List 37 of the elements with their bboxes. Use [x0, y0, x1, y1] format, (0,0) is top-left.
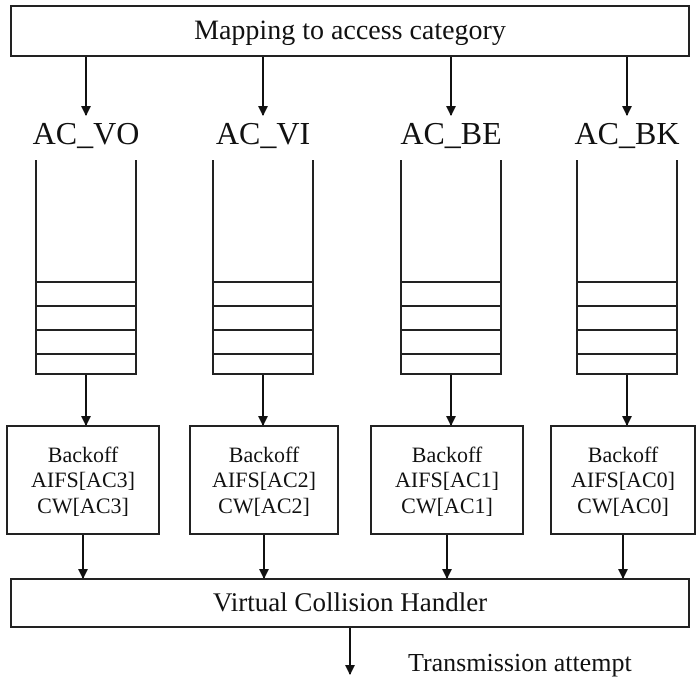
- box-text: Backoff: [412, 442, 482, 468]
- process-box: [550, 425, 696, 535]
- arrow: [345, 628, 355, 675]
- box-text: Backoff: [588, 442, 658, 468]
- arrow: [81, 57, 91, 116]
- arrow: [258, 57, 268, 116]
- arrow: [618, 535, 628, 579]
- arrow: [446, 375, 456, 426]
- box-text: AIFS[AC2]: [212, 467, 316, 493]
- box-text: CW[AC3]: [37, 492, 129, 518]
- process-box: [370, 425, 524, 535]
- process-box: [10, 5, 690, 57]
- box-text: CW[AC1]: [401, 492, 493, 518]
- queue-label: AC_BK: [574, 115, 680, 152]
- box-text: CW[AC2]: [218, 492, 310, 518]
- queue-label: AC_BE: [400, 115, 502, 152]
- process-box: [6, 425, 160, 535]
- arrow: [442, 535, 452, 579]
- arrow: [78, 535, 88, 579]
- box-text: Mapping to access category: [194, 14, 506, 48]
- arrow: [622, 375, 632, 426]
- box-text: Backoff: [48, 442, 118, 468]
- box-text: AIFS[AC1]: [395, 467, 499, 493]
- arrow: [622, 57, 632, 116]
- box-text: Backoff: [228, 442, 300, 468]
- queue-label: AC_VO: [32, 115, 140, 152]
- arrow: [259, 535, 269, 579]
- process-box: [189, 425, 339, 535]
- box-text: AIFS[AC0]: [571, 467, 675, 493]
- arrow: [446, 57, 456, 116]
- arrow: [81, 375, 91, 426]
- box-text: AIFS[AC3]: [31, 467, 135, 493]
- box-text: CW[AC0]: [577, 492, 669, 518]
- box-text: Virtual Collision Handler: [212, 587, 488, 619]
- queue-label: AC_VI: [216, 115, 310, 152]
- arrow: [258, 375, 268, 426]
- process-box: [10, 578, 690, 628]
